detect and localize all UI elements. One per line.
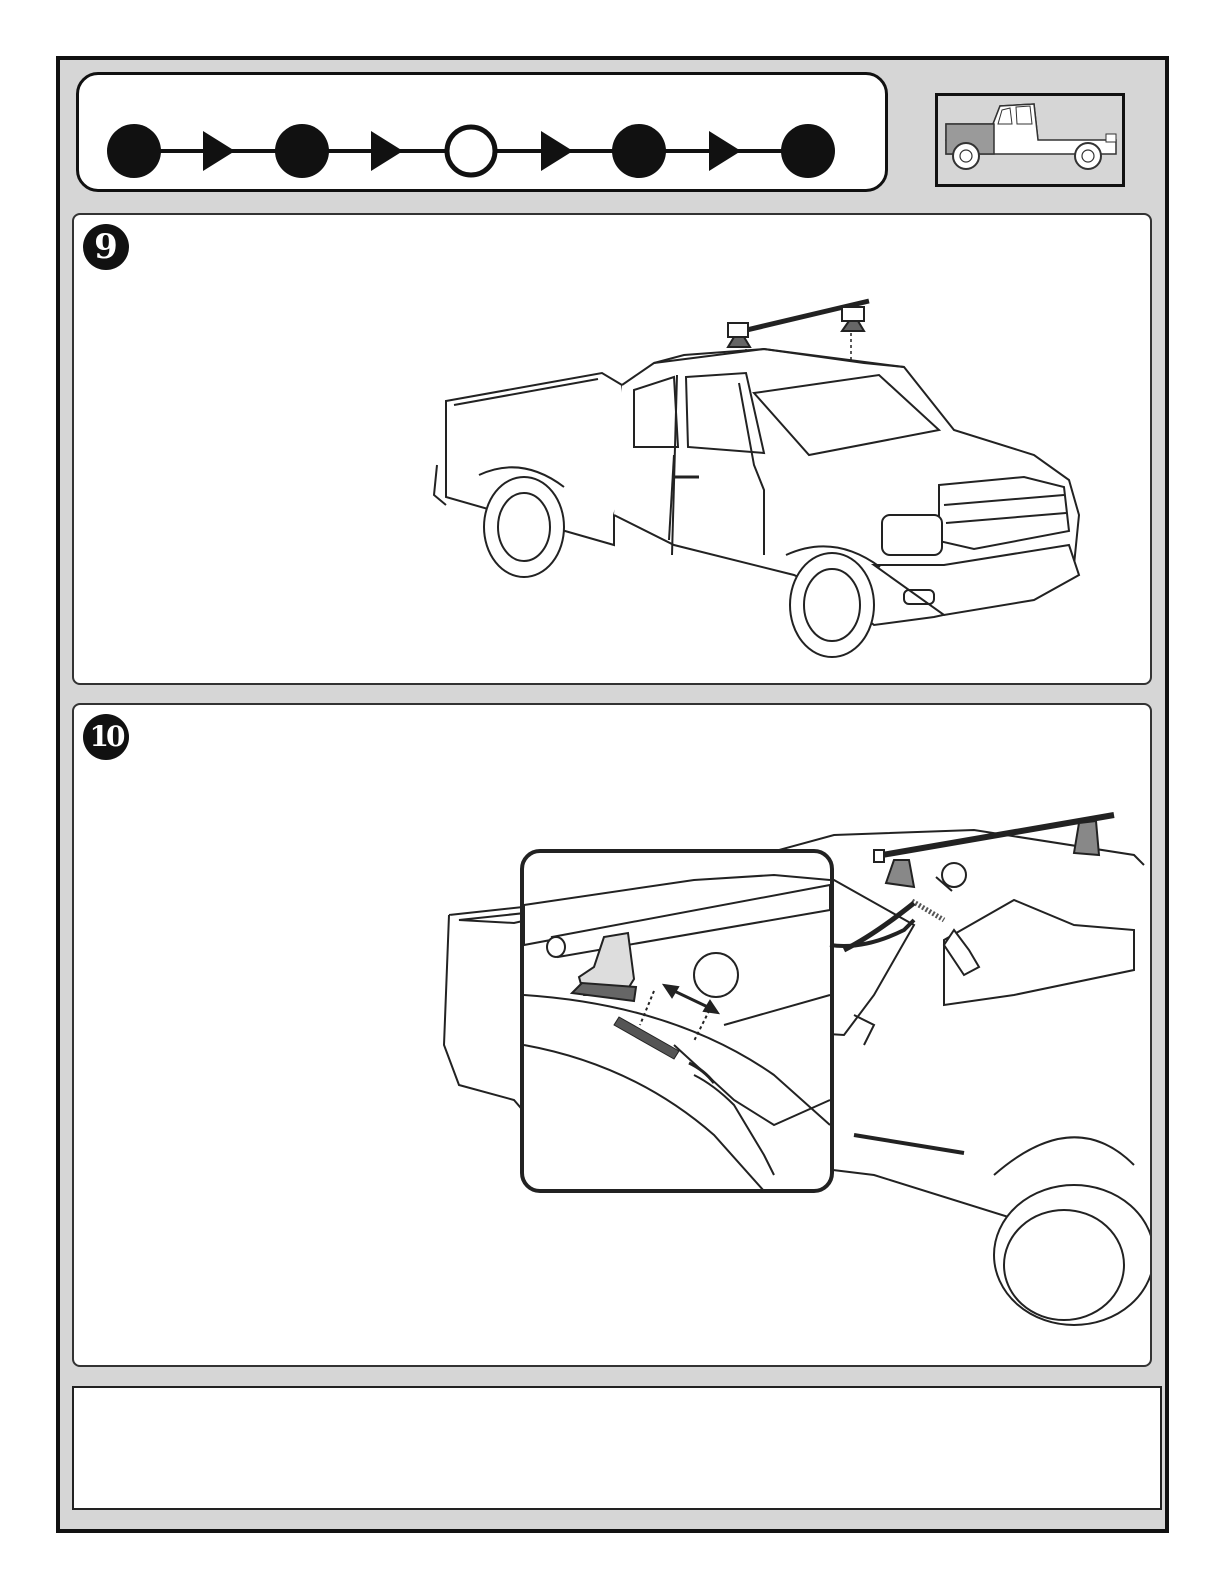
progress-dot-4 (612, 124, 666, 178)
vehicle-thumbnail (935, 93, 1125, 187)
arrow-icon (709, 131, 741, 171)
pickup-truck-outline (434, 349, 1079, 657)
progress-dot-5 (781, 124, 835, 178)
progress-dot-current (447, 127, 495, 175)
truck-roof-rack-illustration (74, 215, 1150, 683)
progress-dot-1 (107, 124, 161, 178)
step-10-panel: 10 (72, 703, 1152, 1367)
rack-tower-position-illustration (74, 705, 1150, 1365)
detail-inset (522, 851, 832, 1191)
arrow-icon (371, 131, 403, 171)
measurement-callout (694, 953, 738, 997)
pickup-truck-icon (938, 96, 1122, 184)
front-wheel (994, 1185, 1150, 1325)
step-9-panel: 9 (72, 213, 1152, 685)
notes-box (72, 1386, 1162, 1510)
arrow-icon (203, 131, 235, 171)
arrow-icon (541, 131, 573, 171)
progress-dot-2 (275, 124, 329, 178)
step-progress-indicator (76, 72, 888, 192)
